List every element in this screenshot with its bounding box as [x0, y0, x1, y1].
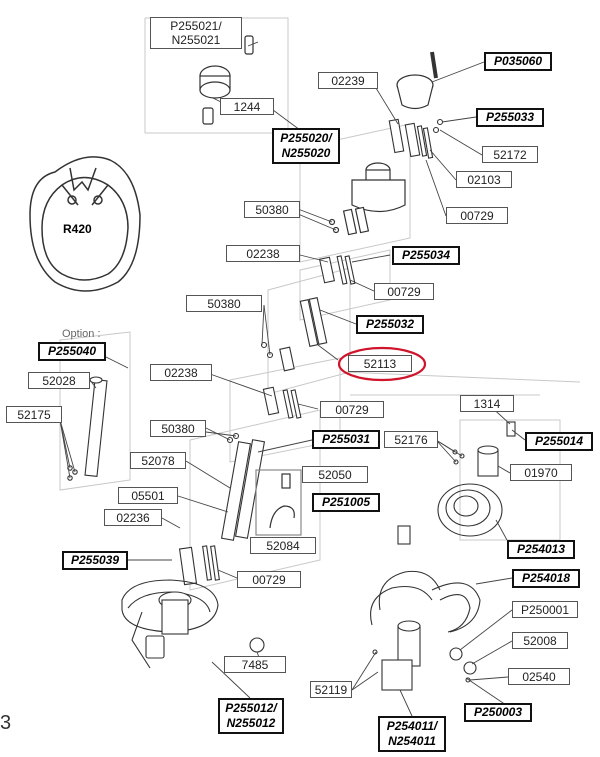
part-label-01970[interactable]: 01970	[510, 464, 572, 481]
clip-parts	[255, 469, 302, 536]
part-label-p255033[interactable]: P255033	[476, 108, 544, 127]
part-label-p255020[interactable]: P255020/ N255020	[272, 128, 340, 164]
left-base	[121, 579, 265, 669]
top-gripper-parts	[199, 35, 438, 125]
part-label-00729-c[interactable]: 00729	[320, 401, 384, 418]
r420-profile-shape	[29, 156, 141, 292]
part-label-52008[interactable]: 52008	[512, 632, 568, 649]
part-label-00729-a[interactable]: 00729	[446, 207, 508, 224]
part-number-n254011: N254011	[388, 734, 436, 748]
part-label-02239[interactable]: 02239	[318, 72, 378, 89]
bottom-right-gripper	[370, 525, 481, 691]
part-label-52028[interactable]: 52028	[28, 372, 90, 389]
central-block	[328, 162, 406, 236]
part-label-7485[interactable]: 7485	[224, 656, 286, 673]
part-label-p035060[interactable]: P035060	[484, 52, 552, 71]
edge-mark: 3	[0, 712, 12, 734]
part-label-p250003[interactable]: P250003	[464, 703, 532, 722]
part-label-p255021[interactable]: P255021/ N255021	[150, 17, 242, 49]
profile-label: R420	[63, 222, 92, 236]
highlight-ellipse	[337, 346, 427, 382]
part-label-00729-b[interactable]: 00729	[374, 283, 434, 300]
part-label-52078[interactable]: 52078	[130, 452, 186, 469]
part-number-p254011: P254011/	[386, 719, 438, 733]
lower-column	[178, 432, 266, 586]
part-label-05501[interactable]: 05501	[118, 487, 178, 504]
part-label-52172[interactable]: 52172	[482, 146, 538, 163]
part-label-p255039[interactable]: P255039	[62, 551, 128, 570]
part-label-1314[interactable]: 1314	[460, 395, 514, 412]
part-label-p255014[interactable]: P255014	[525, 432, 593, 451]
part-label-p255012[interactable]: P255012/ N255012	[218, 698, 284, 734]
upper-rods	[388, 118, 444, 159]
part-label-52084[interactable]: 52084	[250, 537, 316, 554]
option-pole	[67, 376, 108, 481]
part-label-50380-c[interactable]: 50380	[150, 420, 206, 437]
part-label-50380-a[interactable]: 50380	[244, 201, 300, 218]
part-label-52176[interactable]: 52176	[384, 431, 438, 448]
part-label-02236[interactable]: 02236	[104, 509, 162, 526]
part-label-p255040[interactable]: P255040	[38, 342, 106, 361]
part-label-p250001[interactable]: P250001	[512, 601, 578, 618]
part-label-p255034[interactable]: P255034	[392, 246, 460, 265]
part-label-52119[interactable]: 52119	[310, 681, 352, 698]
leader-lines	[59, 41, 526, 717]
part-number-n255012: N255012	[226, 716, 276, 730]
part-label-02103[interactable]: 02103	[456, 171, 512, 188]
part-label-52050[interactable]: 52050	[302, 466, 368, 483]
part-label-1244[interactable]: 1244	[220, 98, 274, 115]
part-label-52175[interactable]: 52175	[6, 406, 62, 423]
part-label-p254018[interactable]: P254018	[512, 569, 580, 588]
part-label-p255031[interactable]: P255031	[312, 430, 380, 449]
part-label-52113[interactable]: 52113	[348, 355, 412, 372]
part-label-02540[interactable]: 02540	[508, 668, 570, 685]
part-label-p255032[interactable]: P255032	[356, 315, 424, 334]
part-label-p254013[interactable]: P254013	[507, 540, 575, 559]
middle-rods	[260, 255, 356, 419]
part-number-p255012: P255012/	[225, 701, 277, 715]
part-label-00729-d[interactable]: 00729	[237, 571, 301, 588]
part-number-p255021: P255021/	[170, 19, 222, 33]
part-label-02238-b[interactable]: 02238	[150, 364, 212, 381]
part-label-p251005[interactable]: P251005	[312, 493, 380, 512]
spool	[437, 421, 516, 537]
part-number-n255021: N255021	[171, 33, 221, 47]
part-number-p255020: P255020/	[280, 131, 332, 145]
part-label-p254011[interactable]: P254011/ N254011	[378, 716, 446, 752]
part-label-50380-b[interactable]: 50380	[186, 295, 262, 312]
part-label-02238-a[interactable]: 02238	[226, 245, 300, 262]
option-text: Option :	[62, 328, 101, 340]
part-number-n255020: N255020	[281, 146, 331, 160]
